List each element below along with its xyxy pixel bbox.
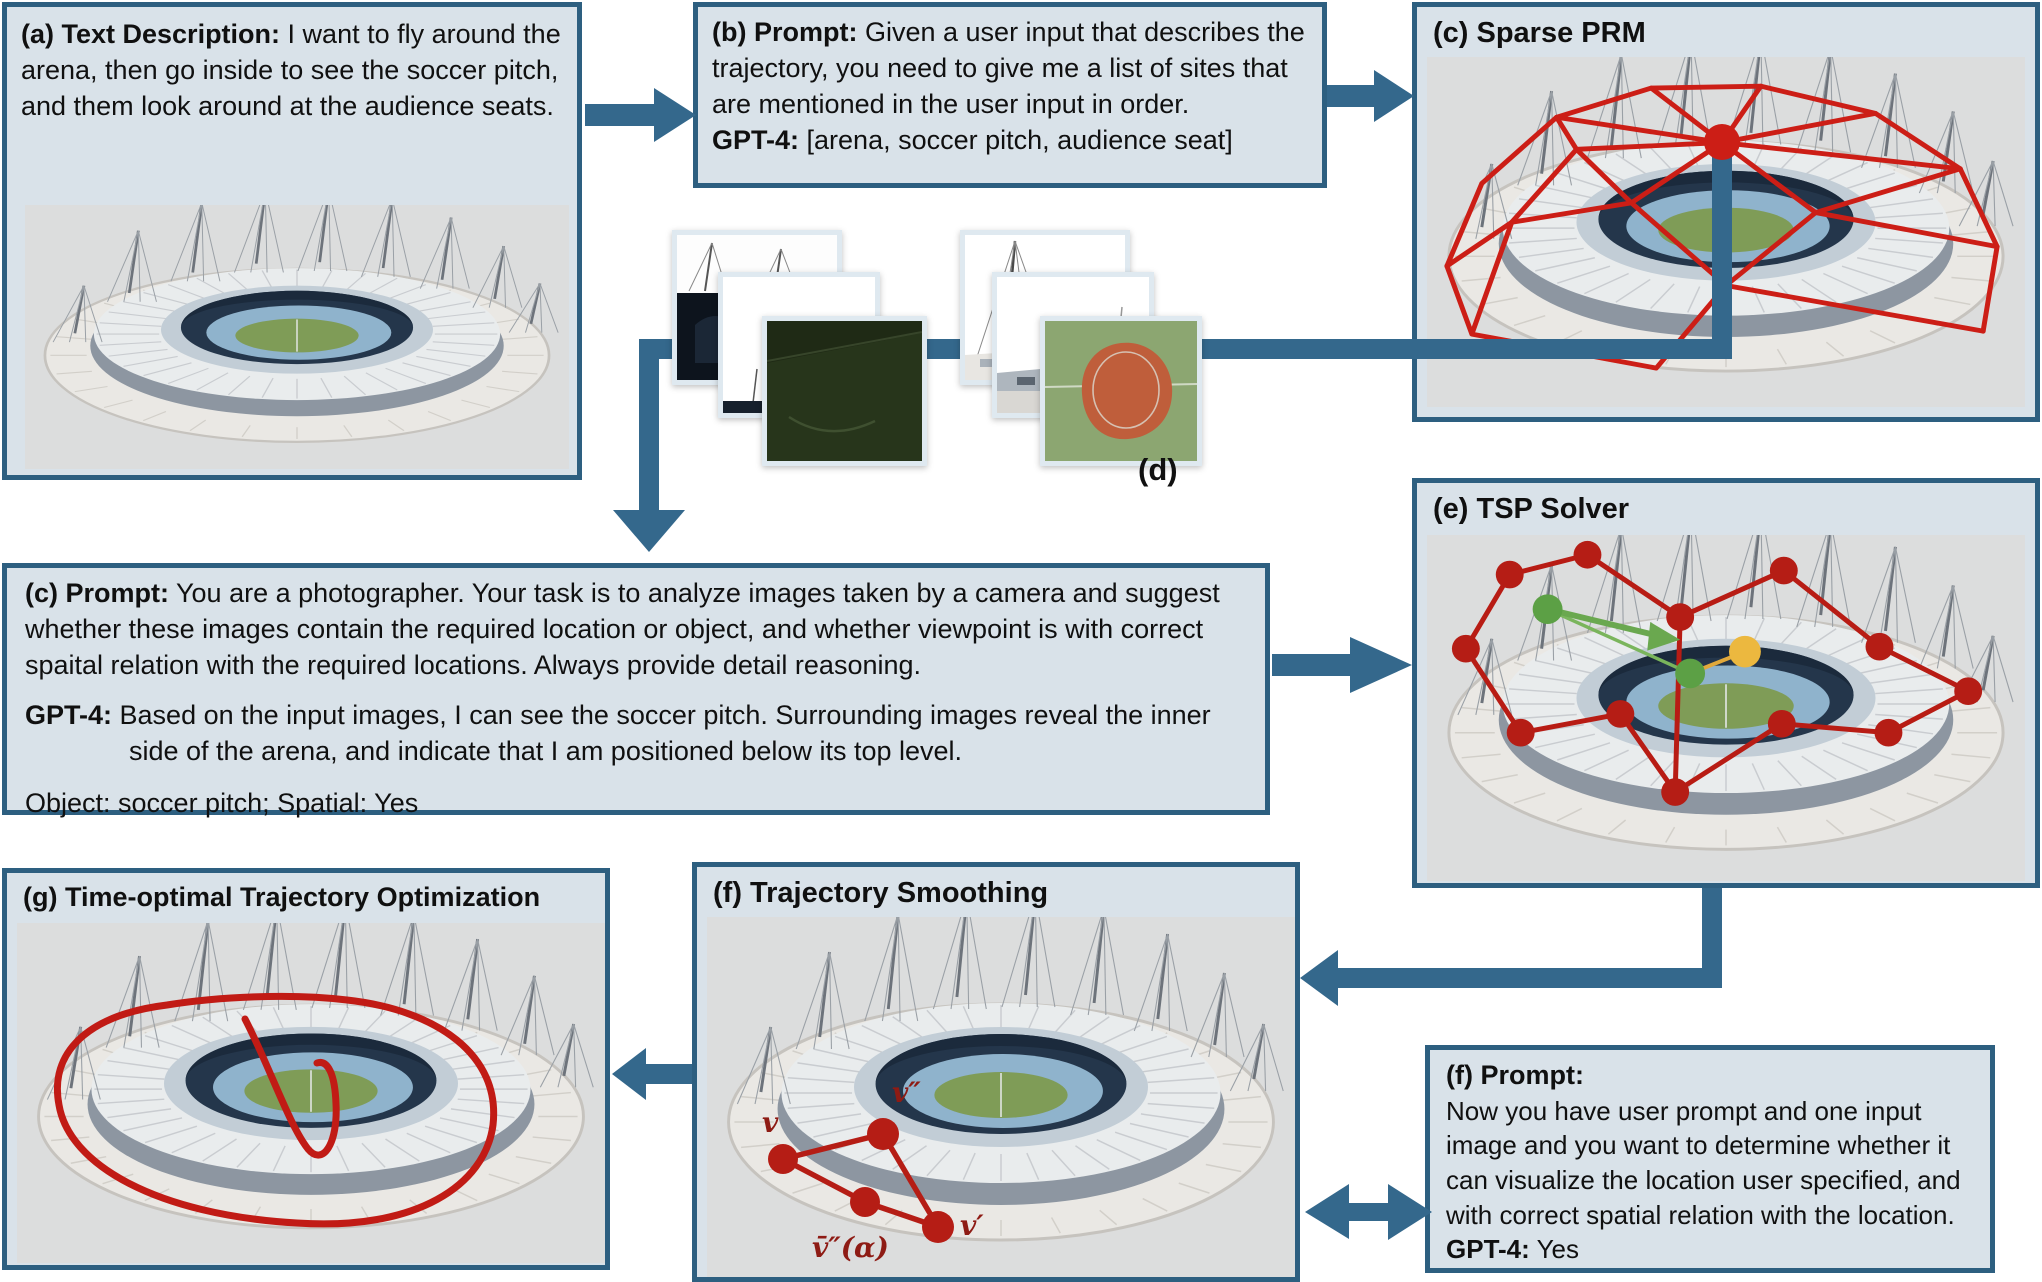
- panel-time-optimal: (g) Time-optimal Trajectory Optimization: [2, 868, 610, 1270]
- panel-sparse-prm: (c) Sparse PRM: [1412, 2, 2040, 422]
- panel-prompt-b: (b) Prompt: Given a user input that desc…: [693, 2, 1327, 188]
- panel-f-title: (f) Trajectory Smoothing: [713, 877, 1049, 909]
- arrow-b-to-c: [1327, 70, 1414, 122]
- camera-image-6-segmentation: [1040, 316, 1202, 466]
- panel-e-title: (e) TSP Solver: [1433, 493, 1630, 525]
- camera-image-3: [762, 316, 927, 466]
- tsp-tour-overlay: [1451, 540, 1983, 806]
- stadium-image-tsp: [1427, 535, 2025, 881]
- arrow-e-to-f-head: [1300, 950, 1338, 1006]
- panel-prompt-c: (c) Prompt: You are a photographer. Your…: [2, 563, 1270, 818]
- panel-f-prompt-title: (f) Prompt:: [1446, 1060, 1584, 1090]
- label-v: v: [762, 1106, 779, 1139]
- panel-c-prm-title: (c) Sparse PRM: [1433, 17, 1646, 49]
- panel-f-gpt-text: Yes: [1536, 1234, 1579, 1265]
- stadium-image-optimal: [17, 923, 605, 1263]
- panel-g-title: (g) Time-optimal Trajectory Optimization: [23, 882, 541, 912]
- panel-tsp-solver: (e) TSP Solver: [1412, 478, 2040, 888]
- panel-c-prompt-body: You are a photographer. Your task is to …: [25, 578, 1220, 680]
- label-v-doubleprime: v″: [892, 1076, 921, 1109]
- panel-b-body: Given a user input that describes the tr…: [712, 17, 1305, 119]
- smooth-trajectory-overlay: [54, 992, 498, 1228]
- panel-prompt-f: (f) Prompt: Now you have user prompt and…: [1425, 1045, 1995, 1273]
- panel-a-title: (a) Text Description:: [21, 19, 281, 49]
- gpt4-label: GPT-4:: [1446, 1234, 1530, 1265]
- arrow-a-to-b: [585, 88, 696, 142]
- label-vbar-alpha: v̄″(α): [812, 1231, 889, 1264]
- stadium-image-prm: [1427, 57, 2025, 407]
- arrow-cprompt-to-e: [1272, 637, 1412, 693]
- panel-c-prompt-title: (c) Prompt:: [25, 578, 169, 608]
- panel-c-result-line: Object: soccer pitch; Spatial: Yes: [25, 787, 419, 818]
- panel-a-body: I want to fly around the arena, then go …: [21, 19, 561, 121]
- arrow-e-to-f-elbow: [1336, 888, 1722, 988]
- label-v-prime: v′: [960, 1209, 984, 1242]
- panel-f-prompt-body: Now you have user prompt and one input i…: [1446, 1095, 1961, 1230]
- panel-b-paragraph: (b) Prompt: Given a user input that desc…: [698, 7, 1322, 123]
- stadium-image-smoothing: v v″ v̄″(α) v′: [707, 917, 1295, 1277]
- arrow-f-fprompt-double: [1305, 1184, 1432, 1240]
- d-group-label: (d): [1138, 452, 1178, 487]
- smoothing-graph-overlay: v v″ v̄″(α) v′: [762, 1076, 984, 1264]
- gpt4-label: GPT-4:: [25, 699, 113, 730]
- gpt4-label: GPT-4:: [712, 124, 800, 155]
- panel-c-gpt-text: Based on the input images, I can see the…: [119, 699, 1211, 766]
- panel-text-description: (a) Text Description: I want to fly arou…: [2, 2, 582, 480]
- panel-c-gpt-line: GPT-4: Based on the input images, I can …: [25, 698, 1247, 770]
- panel-b-gpt-text: [arena, soccer pitch, audience seat]: [806, 124, 1233, 155]
- panel-trajectory-smoothing: (f) Trajectory Smoothing v v: [692, 862, 1300, 1282]
- arrow-f-to-g: [612, 1048, 692, 1100]
- panel-b-gpt-line: GPT-4: [arena, soccer pitch, audience se…: [698, 123, 1322, 159]
- panel-b-title: (b) Prompt:: [712, 17, 858, 47]
- panel-f-gpt-line: GPT-4: Yes: [1430, 1232, 1990, 1267]
- stadium-image-a: [25, 205, 569, 469]
- panel-a-paragraph: (a) Text Description: I want to fly arou…: [7, 7, 577, 125]
- panel-c-prompt-paragraph: (c) Prompt: You are a photographer. Your…: [7, 568, 1265, 684]
